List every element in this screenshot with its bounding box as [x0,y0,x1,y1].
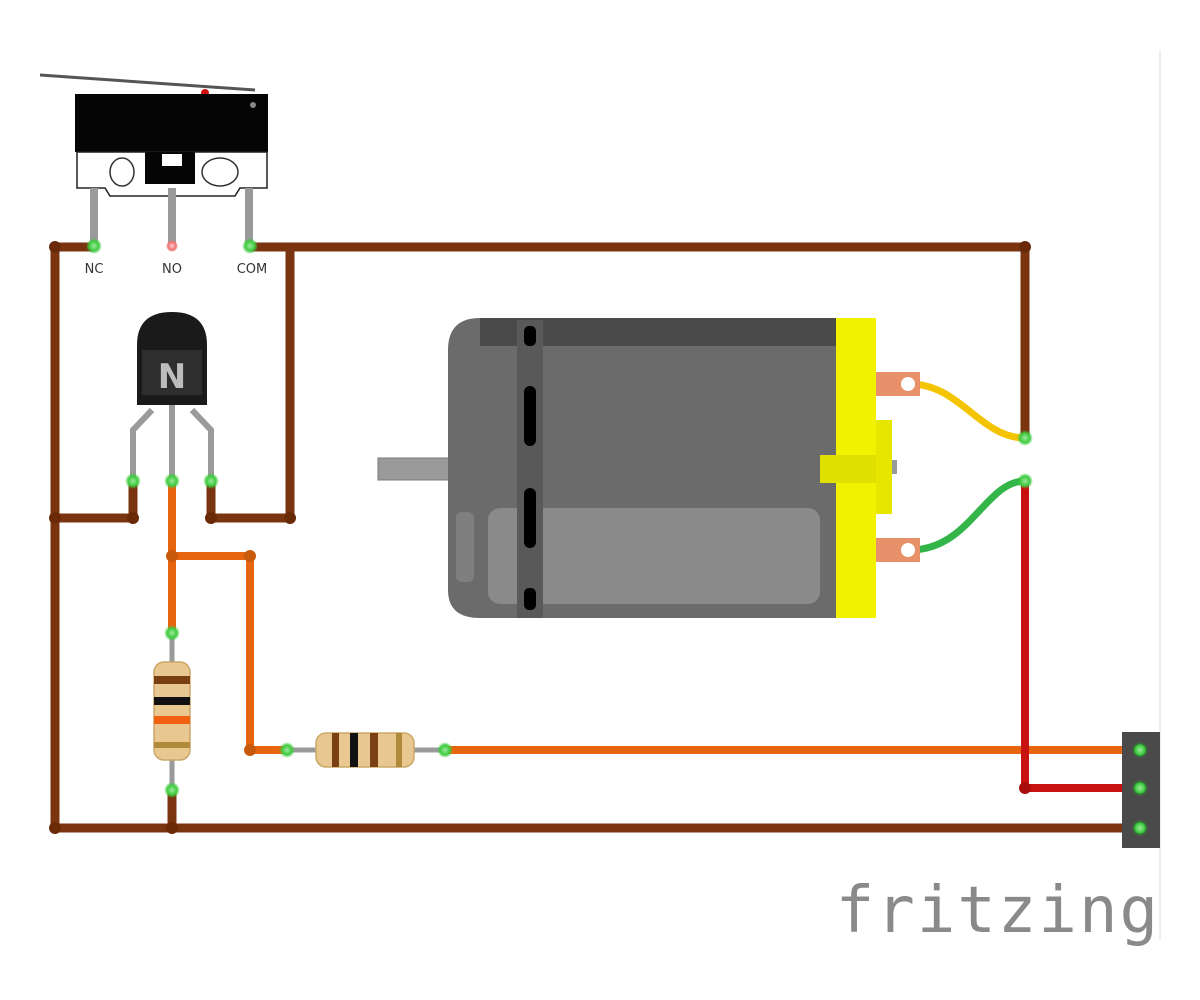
resistor-h-band-1 [332,733,339,767]
resistor-h-band-3 [370,733,378,767]
switch-pin-nc [90,188,98,243]
switch-label-nc: NC [85,262,104,277]
connector-points [86,238,1148,836]
switch-label-com: COM [237,262,268,277]
transistor-leg-collector [189,407,214,481]
connector-emitter[interactable] [125,473,141,489]
motor-terminal-top-hole [901,377,915,391]
connector-motor-yellow[interactable] [1017,430,1033,446]
connector-resistor-h-left[interactable] [279,742,295,758]
motor-rear-shaft [892,460,897,474]
connector-terminal-2[interactable] [1132,780,1148,796]
switch-pin-no [168,188,176,243]
transistor-marking: N [158,357,186,397]
switch-body [75,94,268,152]
switch-lever [39,73,256,92]
wire-ground-rail[interactable] [50,242,1140,833]
motor-vent-2 [524,488,536,548]
resistor-horizontal[interactable] [287,732,445,768]
connector-terminal-3[interactable] [1132,820,1148,836]
connector-resistor-v-bottom[interactable] [164,782,180,798]
motor-highlight [488,508,820,604]
motor-side-highlight [456,512,474,582]
motor-vent-3 [524,588,536,610]
dc-motor[interactable] [377,318,920,618]
connector-com[interactable] [242,238,258,254]
motor-shaft [377,457,451,481]
fritzing-logo: fritzing [836,874,1160,948]
resistor-h-band-2 [350,733,358,767]
resistor-h-band-4 [396,733,402,767]
connector-terminal-1[interactable] [1132,742,1148,758]
transistor-face [142,350,202,395]
connector-motor-green[interactable] [1017,473,1033,489]
switch-label-no: NO [162,262,182,277]
npn-transistor[interactable]: N [130,312,214,481]
connector-resistor-h-right[interactable] [437,742,453,758]
motor-cap-bearing [876,420,892,514]
motor-cap-boss [820,455,876,483]
wire-bendpoints [49,241,1031,834]
wire-com-to-collector[interactable] [206,247,295,523]
motor-rib [517,320,543,618]
connector-collector[interactable] [203,473,219,489]
switch-no-connector[interactable] [166,240,178,252]
wire-base-branch[interactable] [172,552,287,754]
resistor-vertical[interactable] [153,633,191,790]
switch-pin-com [245,188,253,243]
resistor-v-band-3 [154,716,190,724]
resistor-v-band-4 [154,742,190,748]
switch-center-window [162,154,182,166]
resistor-h-body [315,732,415,768]
transistor-leg-emitter [130,407,155,481]
switch-hole-left [109,157,135,187]
motor-vent-4 [524,326,536,346]
wire-emitter-to-ground[interactable] [55,481,138,523]
motor-terminal-bottom-hole [901,543,915,557]
resistor-v-body [153,661,191,761]
microswitch[interactable]: NC NO COM [39,73,268,277]
motor-lead-yellow [909,380,1026,442]
motor-vent-1 [524,386,536,446]
switch-hole-right [201,157,239,187]
connector-nc[interactable] [86,238,102,254]
connector-base[interactable] [164,473,180,489]
motor-lead-green [909,477,1026,554]
resistor-v-band-2 [154,697,190,705]
connector-resistor-v-top[interactable] [164,625,180,641]
resistor-v-band-1 [154,676,190,684]
switch-rivet [250,102,256,108]
